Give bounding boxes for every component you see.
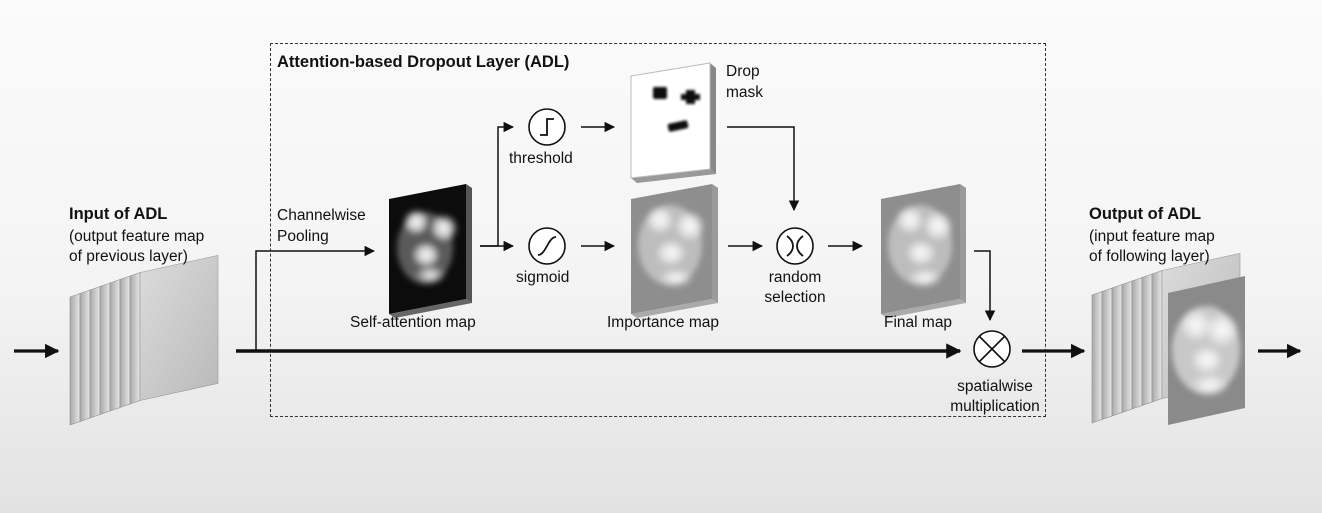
feature-map-channel — [1141, 273, 1153, 406]
input-title: Input of ADL — [69, 205, 168, 223]
feature-map-channel — [119, 275, 131, 408]
adl-dashed-boundary — [270, 43, 1046, 417]
pooling-label-line1: Channelwise — [277, 207, 366, 224]
to-threshold-arrow — [480, 121, 515, 247]
input-feature-map-stack — [69, 254, 219, 426]
output-subtitle-line2: of following layer) — [1089, 248, 1210, 265]
feature-map-channel — [69, 293, 81, 426]
feature-map-channel — [1111, 284, 1123, 417]
self-attention-map-label: Self-attention map — [350, 314, 476, 331]
feature-map-channel — [79, 289, 91, 422]
spatialwise-label-line2: multiplication — [950, 398, 1040, 415]
importance-map — [631, 184, 718, 318]
mask-to-selection-arrow — [727, 126, 800, 212]
feature-map-channel — [1091, 291, 1103, 424]
threshold-label: threshold — [509, 150, 573, 167]
output-title: Output of ADL — [1089, 205, 1202, 223]
feature-map-channel — [129, 272, 141, 405]
feature-map-channel — [1151, 270, 1163, 403]
output-attention-overlay — [1168, 276, 1245, 425]
feature-map-channel — [1131, 277, 1143, 410]
pooling-label-line2: Pooling — [277, 228, 329, 245]
pooling-arrow — [255, 245, 376, 351]
importance-map-label: Importance map — [607, 314, 719, 331]
feature-map-channel — [99, 282, 111, 415]
final-map-label: Final map — [884, 314, 953, 331]
drop-mask-image — [630, 62, 716, 183]
feature-map-channel — [89, 286, 101, 419]
random-selection-icon — [776, 227, 814, 265]
drop-mask-label-line2: mask — [726, 84, 764, 101]
feature-map-channel — [1101, 287, 1113, 420]
input-subtitle-line2: of previous layer) — [69, 248, 188, 265]
feature-map-channel — [109, 279, 121, 412]
random-selection-label-line1: random — [768, 269, 822, 286]
circled-times-icon — [973, 330, 1011, 368]
sigmoid-curve-icon — [528, 227, 566, 265]
drop-mask-label-line1: Drop — [726, 63, 760, 80]
spatialwise-label-line1: spatialwise — [957, 378, 1033, 395]
output-subtitle-line1: (input feature map — [1089, 228, 1215, 245]
self-attention-map — [389, 184, 472, 318]
input-subtitle-line1: (output feature map — [69, 228, 205, 245]
output-feature-map-stack — [1091, 252, 1245, 425]
sigmoid-label: sigmoid — [516, 269, 570, 286]
feature-map-channel — [1121, 280, 1133, 413]
step-function-icon — [528, 108, 566, 146]
adl-title: Attention-based Dropout Layer (ADL) — [277, 53, 570, 71]
final-map — [881, 184, 966, 318]
feature-map-front-face — [139, 254, 219, 401]
random-selection-label-line2: selection — [764, 289, 826, 306]
final-to-multiply-arrow — [974, 250, 996, 322]
